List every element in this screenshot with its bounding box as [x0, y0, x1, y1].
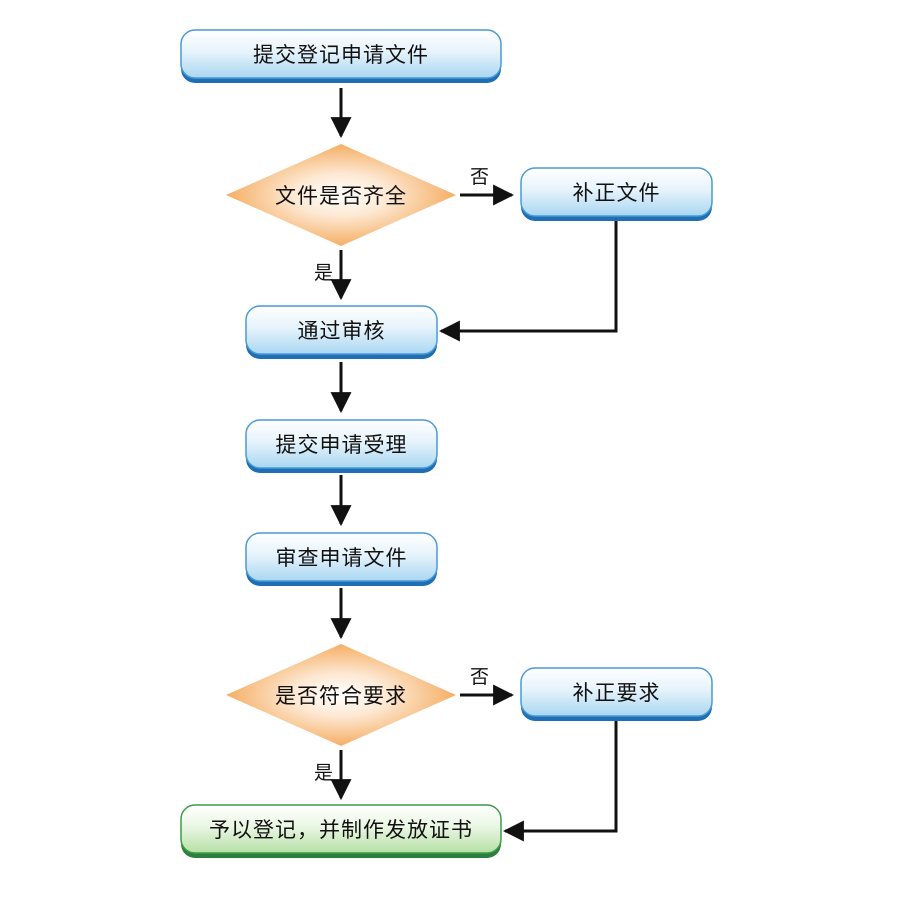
- node-meets-requirements: [226, 644, 456, 746]
- edge-label-yes-2: 是: [314, 762, 334, 784]
- node-submit-registration: [180, 29, 502, 83]
- node-docs-complete: [226, 144, 456, 246]
- arrow-supplement-to-review: [438, 220, 618, 342]
- node-supplement-docs: [520, 167, 713, 221]
- edge-label-no-1: 否: [470, 166, 490, 188]
- node-grant-registration: [180, 804, 502, 858]
- edge-label-no-2: 否: [470, 666, 490, 688]
- node-supplement-requirements: [520, 667, 713, 721]
- node-submit-acceptance: [245, 419, 438, 473]
- edge-label-yes-1: 是: [314, 262, 334, 284]
- connectors: [330, 88, 618, 842]
- node-review-docs: [245, 532, 438, 586]
- node-pass-review: [245, 305, 438, 359]
- arrow-requirements-to-grant: [502, 720, 618, 842]
